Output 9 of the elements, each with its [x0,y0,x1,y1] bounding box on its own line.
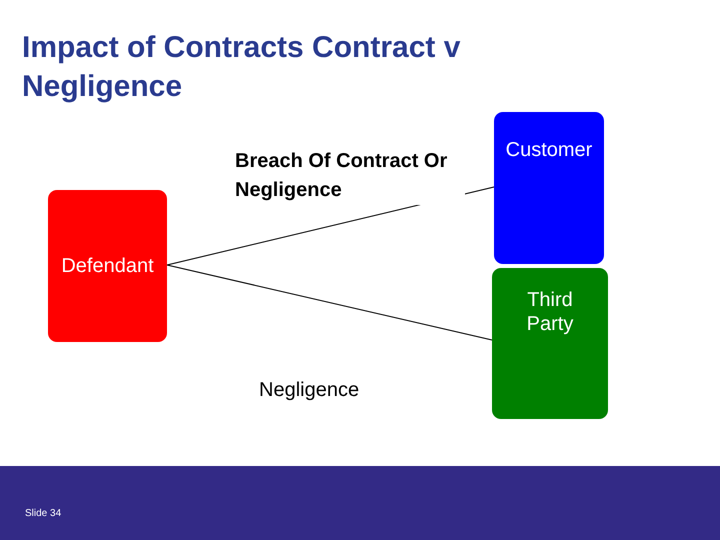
node-label: Customer [504,138,594,162]
slide-number: Slide 34 [25,508,62,519]
node-label: Third Party [526,288,574,336]
colored-box [494,112,604,264]
colored-box [492,268,608,419]
colored-box [48,190,167,342]
node-label: Defendant [60,254,155,278]
connector-line [166,264,492,340]
slide-title: Impact of Contracts Contract v Negligence [22,30,462,105]
